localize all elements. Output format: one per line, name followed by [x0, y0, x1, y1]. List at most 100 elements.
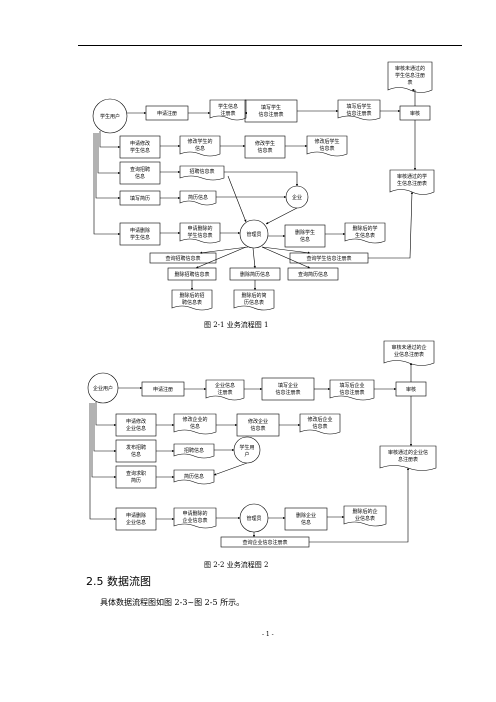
svg-text:审核: 审核 [410, 110, 420, 117]
svg-text:修改后学生: 修改后学生 [314, 138, 339, 145]
deleted-student-info-doc [344, 222, 386, 244]
svg-text:修改学生: 修改学生 [255, 140, 275, 147]
page-number: - 1 - [262, 631, 274, 638]
svg-text:查询招聘信息表: 查询招聘信息表 [165, 255, 200, 262]
svg-text:查询简历信息: 查询简历信息 [298, 271, 328, 278]
header-rule [78, 45, 462, 46]
svg-text:企业信息: 企业信息 [126, 519, 146, 526]
svg-text:查询学生信息注册表: 查询学生信息注册表 [306, 255, 351, 262]
svg-text:删除后的简: 删除后的简 [241, 292, 266, 299]
svg-text:信息注册表: 信息注册表 [346, 110, 371, 117]
query-recruit-box [119, 161, 161, 185]
body-paragraph: 具体数据流程图如图 2-3~图 2-5 所示。 [100, 598, 245, 607]
svg-text:注册表: 注册表 [220, 110, 235, 117]
svg-text:查询求职: 查询求职 [126, 470, 146, 477]
svg-text:学生用: 学生用 [239, 444, 254, 451]
svg-text:学生信息: 学生信息 [218, 103, 238, 110]
svg-text:申请注册: 申请注册 [153, 386, 173, 393]
figure-1-labels: 学生用户 申请注册 学生信息 注册表 填写学生 信息注册表 填写后学生 信息注册… [100, 65, 427, 306]
svg-text:删除后的学: 删除后的学 [352, 225, 377, 232]
ent-info-reg-doc [205, 379, 245, 401]
svg-text:学生信息: 学生信息 [130, 234, 150, 241]
modify-student-info-box [244, 135, 286, 159]
svg-text:填写后企业: 填写后企业 [339, 382, 364, 389]
svg-text:删除后的企: 删除后的企 [352, 508, 377, 515]
svg-text:企业用户: 企业用户 [93, 385, 113, 392]
apply-modify-box [115, 413, 157, 437]
svg-text:学生信息注册: 学生信息注册 [395, 72, 425, 79]
svg-text:业信息注册表: 业信息注册表 [394, 351, 424, 358]
svg-text:招聘信息: 招聘信息 [184, 447, 204, 454]
modify-ent-info-box [236, 413, 280, 437]
svg-text:审核未通过的: 审核未通过的 [395, 65, 425, 72]
student-user-label: 学生用户 [100, 113, 120, 120]
svg-text:信息: 信息 [195, 145, 205, 152]
svg-text:信息: 信息 [190, 423, 200, 430]
svg-text:信息注册表: 信息注册表 [339, 389, 364, 396]
svg-text:简历: 简历 [131, 477, 141, 484]
svg-text:注册表: 注册表 [217, 389, 232, 396]
svg-text:审核通过的学: 审核通过的学 [397, 173, 427, 180]
modified-student-info-doc [306, 135, 348, 157]
svg-text:修改企业: 修改企业 [248, 418, 268, 425]
svg-text:填写学生: 填写学生 [261, 104, 281, 111]
svg-text:审核未通过的企: 审核未通过的企 [391, 344, 426, 351]
svg-text:企业信息: 企业信息 [215, 382, 235, 389]
query-resume-box [115, 465, 157, 489]
query-recruit-table-box [149, 252, 217, 264]
apply-register-label: 申请注册 [157, 110, 177, 117]
svg-text:企业信息: 企业信息 [126, 425, 146, 432]
svg-text:息注册表: 息注册表 [398, 456, 418, 463]
query-resume-info-box [287, 267, 339, 281]
svg-text:填写企业: 填写企业 [278, 382, 298, 389]
svg-text:信息: 信息 [131, 451, 141, 458]
recruit-info-table-doc [179, 165, 225, 181]
fill-ent-info-box [261, 377, 315, 401]
svg-text:修改企业的: 修改企业的 [182, 416, 207, 423]
resume-info-doc [179, 190, 217, 206]
svg-text:申请删除: 申请删除 [130, 227, 150, 234]
deleted-recruit-doc [171, 289, 213, 311]
svg-text:查询企业信息注册表: 查询企业信息注册表 [242, 539, 287, 546]
svg-text:信息表: 信息表 [257, 147, 272, 154]
filled-student-info-doc [337, 99, 381, 121]
svg-text:生信息表: 生信息表 [355, 232, 375, 239]
svg-text:管理员: 管理员 [246, 231, 261, 238]
svg-text:业信息表: 业信息表 [355, 515, 375, 522]
publish-recruit-box [115, 439, 157, 463]
figure-2-caption: 图 2-2 业务流程图 2 [204, 561, 269, 569]
figure-2-labels: 企业用户 申请注册 企业信息 注册表 填写企业 信息注册表 填写后企业 信息注册… [93, 344, 428, 546]
svg-text:审核通过的企业信: 审核通过的企业信 [388, 449, 428, 456]
figure-1 [92, 61, 435, 311]
filled-ent-info-doc [329, 379, 375, 401]
modify-ent-info-doc [173, 413, 217, 435]
student-user-node [92, 98, 128, 134]
deleted-resume-doc [233, 289, 275, 311]
svg-text:学生信息: 学生信息 [130, 147, 150, 154]
svg-text:企业信息表: 企业信息表 [182, 517, 207, 524]
student-info-reg-doc [209, 99, 247, 121]
svg-text:信息: 信息 [301, 519, 311, 526]
svg-text:信息表: 信息表 [319, 145, 334, 152]
apply-delete-box [119, 222, 161, 246]
apply-delete-box [115, 507, 157, 531]
svg-text:生信息注册表: 生信息注册表 [397, 180, 427, 187]
modify-student-info-doc [179, 135, 221, 157]
svg-text:信息: 信息 [135, 173, 145, 180]
section-heading: 2.5 数据流图 [86, 575, 151, 588]
svg-text:删除企业: 删除企业 [296, 512, 316, 519]
svg-text:查询招聘: 查询招聘 [130, 166, 150, 173]
svg-text:申请删除的: 申请删除的 [187, 225, 212, 232]
svg-text:表: 表 [407, 79, 412, 86]
delete-ent-info-box [284, 507, 328, 531]
apply-modify-box [119, 135, 161, 159]
recruit-info-doc [173, 443, 215, 459]
svg-text:填写简历: 填写简历 [130, 195, 150, 202]
svg-text:户: 户 [244, 451, 249, 458]
svg-text:信息注册表: 信息注册表 [258, 111, 283, 118]
svg-text:审核: 审核 [406, 386, 416, 393]
figure-1-caption: 图 2-1 业务流程图 1 [204, 321, 269, 329]
svg-text:简历信息: 简历信息 [188, 194, 208, 201]
svg-text:删除简历信息: 删除简历信息 [240, 271, 270, 278]
